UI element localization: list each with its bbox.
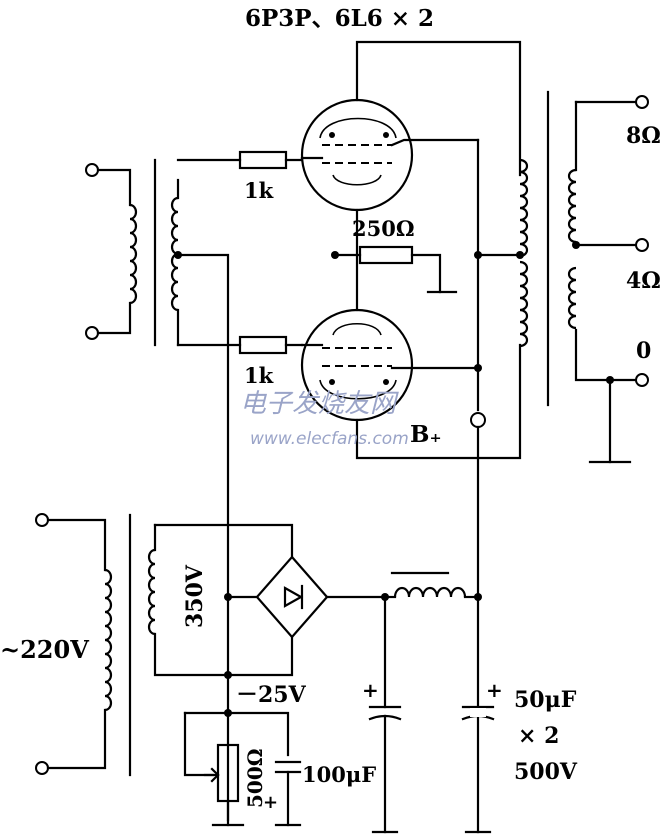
mains-terminal-bottom [35, 761, 49, 775]
watermark-url: www.elecfans.com [250, 429, 409, 449]
diagram-title: 6P3P、6L6 × 2 [245, 5, 434, 32]
input-terminal-top [85, 163, 99, 177]
grid-resistor-bottom [238, 335, 288, 355]
grid-resistor-top [238, 150, 288, 170]
b-plus-terminal [470, 412, 486, 428]
bias-voltage-label: －25V [236, 682, 307, 708]
grid-resistor-top-label: 1k [244, 178, 274, 203]
filter-cap-count: × 2 [518, 723, 559, 749]
filter-choke [381, 571, 482, 601]
filter-capacitor-1 [368, 595, 402, 834]
mains-terminal-top [35, 513, 49, 527]
power-transformer [35, 513, 294, 777]
filter-cap-value: 50μF [514, 687, 577, 713]
filter-cap1-plus: + [362, 678, 379, 702]
output-terminal-8ohm [635, 95, 649, 109]
watermark-cn: 电子发烧友网 [240, 389, 399, 419]
tube-upper [300, 98, 480, 212]
input-terminal-bottom [85, 326, 99, 340]
input-transformer [85, 158, 182, 347]
bias-capacitor [274, 760, 302, 827]
mains-label: ~220V [0, 635, 89, 664]
bridge-rectifier [224, 555, 387, 639]
grid-resistor-bottom-label: 1k [244, 363, 274, 388]
cathode-resistor [358, 245, 414, 265]
tap-8ohm-label: 8Ω [626, 123, 661, 149]
bias-cap-label: 100μF [302, 762, 376, 787]
filter-cap-voltage: 500V [514, 759, 578, 785]
cathode-resistor-label: 250Ω [352, 216, 415, 241]
output-transformer [516, 90, 649, 464]
pot-label: 500Ω [243, 748, 267, 808]
bias-potentiometer [203, 743, 245, 827]
output-terminal-4ohm [635, 238, 649, 252]
output-terminal-0 [635, 373, 649, 387]
filter-cap2-plus: + [486, 678, 503, 702]
b-plus-label: B₊ [410, 421, 442, 448]
bias-cap-plus: + [263, 792, 278, 813]
tap-0-label: 0 [636, 338, 651, 364]
tap-4ohm-label: 4Ω [626, 268, 661, 294]
hv-winding-label: 350V [182, 564, 208, 628]
